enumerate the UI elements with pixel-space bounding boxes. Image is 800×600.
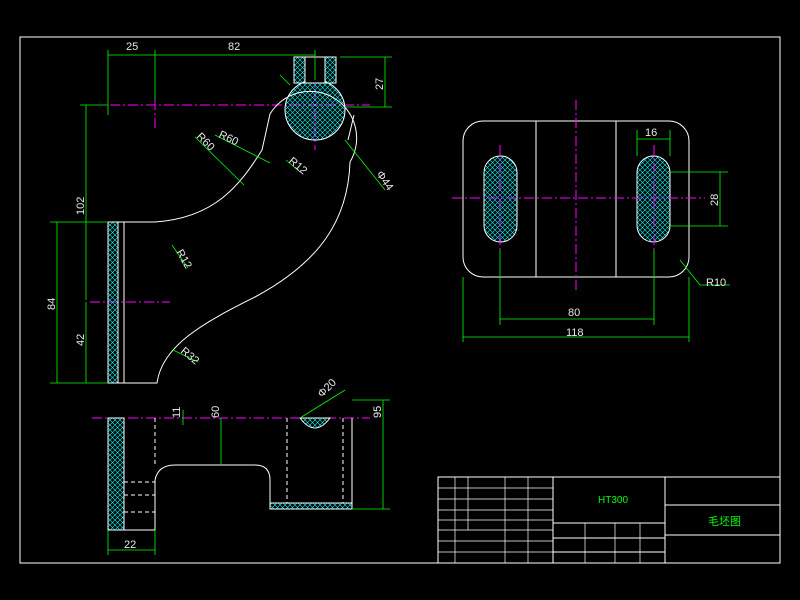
front-view: 25 82 27 R60 R60 R12 Φ44 102 84 42 R12 R… xyxy=(46,41,396,384)
drawing-title: 毛坯图 xyxy=(708,515,741,528)
dim-60: 60 xyxy=(210,406,222,418)
dim-28: 28 xyxy=(709,194,721,206)
section-view: 11 60 Φ20 95 22 xyxy=(92,377,390,555)
section-flange-hatch xyxy=(107,417,125,531)
arm-profile xyxy=(107,90,358,384)
dim-r32: R32 xyxy=(178,345,201,367)
dim-16: 16 xyxy=(645,127,657,139)
dim-r60-b: R60 xyxy=(194,131,217,154)
drawing-border xyxy=(19,36,781,564)
dim-11: 11 xyxy=(171,407,183,418)
dim-25: 25 xyxy=(126,41,138,53)
dim-phi20: Φ20 xyxy=(316,377,339,400)
dim-95: 95 xyxy=(372,406,384,418)
dim-80: 80 xyxy=(568,307,580,319)
material-label: HT300 xyxy=(598,495,628,506)
flange-section xyxy=(107,221,119,384)
title-block: HT300 毛坯图 xyxy=(437,476,781,564)
boss-bore xyxy=(284,79,346,141)
dim-27: 27 xyxy=(374,78,386,90)
section-web xyxy=(107,418,353,531)
section-base-hatch xyxy=(269,502,353,510)
dim-phi44: Φ44 xyxy=(374,169,396,193)
dim-42: 42 xyxy=(75,334,87,346)
dim-82: 82 xyxy=(228,41,240,53)
dim-84: 84 xyxy=(46,298,58,310)
dim-22: 22 xyxy=(124,539,136,551)
dim-102: 102 xyxy=(75,197,87,215)
dim-r10: R10 xyxy=(706,277,726,289)
flange-view: 16 28 R10 80 118 xyxy=(452,100,730,342)
dim-r60-a: R60 xyxy=(217,129,240,148)
dim-r12-b: R12 xyxy=(173,248,193,271)
dim-118: 118 xyxy=(566,327,584,339)
section-bore-hatch xyxy=(298,417,332,429)
dim-r12-a: R12 xyxy=(286,155,309,177)
